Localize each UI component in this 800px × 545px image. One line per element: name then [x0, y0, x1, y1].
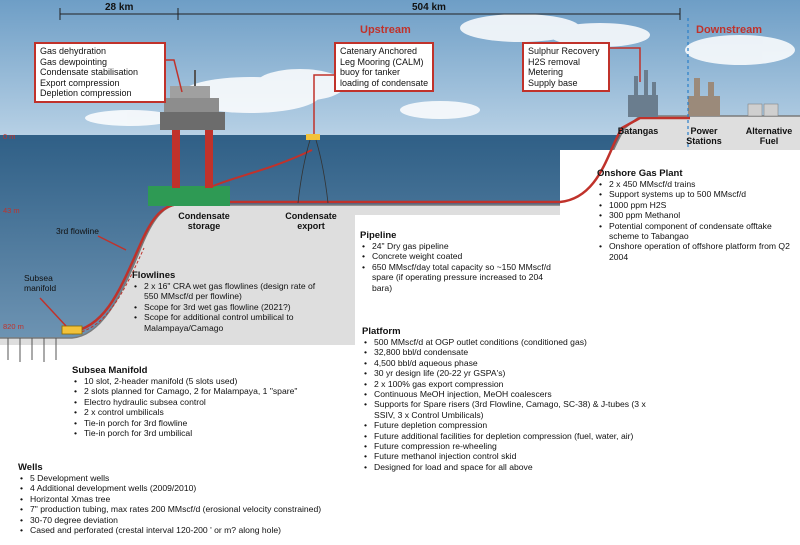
- callout-line: Metering: [528, 67, 564, 77]
- downstream-label: Downstream: [696, 24, 763, 36]
- list-item: Tie-in porch for 3rd umbilical: [72, 428, 302, 439]
- list-item: Supports for Spare risers (3rd Flowline,…: [362, 399, 662, 420]
- list-item: Cased and perforated (crestal interval 1…: [18, 525, 363, 536]
- section-title: Platform: [362, 326, 401, 337]
- callout-line: loading of condensate: [340, 77, 429, 88]
- section-pipeline: Pipeline 24" Dry gas pipeline Concrete w…: [360, 230, 555, 293]
- distance-brackets: [59, 8, 681, 20]
- list-item: Electro hydraulic subsea control: [72, 397, 302, 408]
- export-pipeline: [230, 116, 690, 204]
- list-item: 30 yr design life (20-22 yr GSPA's): [362, 368, 662, 379]
- callout-line: Catenary Anchored: [340, 46, 418, 56]
- list-item: Potential component of condensate offtak…: [597, 221, 797, 242]
- list-item: Future additional facilities for depleti…: [362, 431, 662, 442]
- callout-calm-buoy: Catenary Anchored Leg Mooring (CALM) buo…: [334, 42, 434, 92]
- section-flowlines: Flowlines 2 x 16" CRA wet gas flowlines …: [132, 270, 322, 333]
- callout-line: Condensate stabilisation: [40, 67, 139, 77]
- depth-deep: 820 m: [3, 322, 24, 331]
- list-item: Future depletion compression: [362, 420, 662, 431]
- label-power-stations: Power Stations: [686, 126, 722, 146]
- list-item: 2 x control umbilicals: [72, 407, 302, 418]
- list-item: Horizontal Xmas tree: [18, 494, 363, 505]
- list-item: 4,500 bbl/d aqueous phase: [362, 358, 662, 369]
- callout-line: Depletion compression: [40, 88, 132, 98]
- depth-shelf: 43 m: [3, 206, 20, 215]
- export-riser: [212, 149, 313, 187]
- list-item: 2 x 16" CRA wet gas flowlines (design ra…: [132, 281, 322, 302]
- label-batangas: Batangas: [617, 126, 659, 136]
- list-item: 4 Additional development wells (2009/201…: [18, 483, 363, 494]
- callout-platform-functions: Gas dehydration Gas dewpointing Condensa…: [34, 42, 166, 103]
- list-item: Support systems up to 500 MMscf/d: [597, 189, 797, 200]
- section-onshore-gas-plant: Onshore Gas Plant 2 x 450 MMscf/d trains…: [597, 168, 797, 262]
- list-item: 2 x 450 MMscf/d trains: [597, 179, 797, 190]
- section-wells: Wells 5 Development wells 4 Additional d…: [18, 462, 363, 536]
- section-title: Onshore Gas Plant: [597, 168, 683, 179]
- distance-left: 28 km: [105, 2, 134, 13]
- label-subsea-manifold: Subsea manifold: [24, 273, 57, 293]
- buoy-moorings: [297, 139, 329, 204]
- callout-line: Gas dewpointing: [40, 56, 108, 67]
- list-item: Future methanol injection control skid: [362, 451, 662, 462]
- section-title: Flowlines: [132, 270, 176, 281]
- distance-right: 504 km: [412, 2, 446, 13]
- list-item: 24" Dry gas pipeline: [360, 241, 555, 252]
- section-title: Subsea Manifold: [72, 365, 148, 376]
- list-item: Scope for 3rd wet gas flowline (2021?): [132, 302, 322, 313]
- callout-line: buoy for tanker: [340, 67, 401, 77]
- callout-line: Leg Mooring (CALM): [340, 56, 424, 67]
- list-item: Tie-in porch for 3rd flowline: [72, 418, 302, 429]
- label-condensate-export: Condensate export: [285, 211, 337, 231]
- callout-line: Export compression: [40, 77, 120, 88]
- list-item: 10 slot, 2-header manifold (5 slots used…: [72, 376, 302, 387]
- list-item: 32,800 bbl/d condensate: [362, 347, 662, 358]
- list-item: 1000 ppm H2S: [597, 200, 797, 211]
- section-subsea-manifold: Subsea Manifold 10 slot, 2-header manifo…: [72, 365, 302, 439]
- flowline: [69, 202, 179, 334]
- label-condensate-storage: Condensate storage: [178, 211, 230, 231]
- list-item: 30-70 degree deviation: [18, 515, 363, 526]
- well-lines: [7, 338, 57, 362]
- list-item: 5 Development wells: [18, 473, 363, 484]
- calm-buoy: [306, 134, 320, 140]
- callout-line: H2S removal: [528, 56, 581, 67]
- list-item: Scope for additional control umbilical t…: [132, 312, 322, 333]
- list-item: Continuous MeOH injection, MeOH coalesce…: [362, 389, 662, 400]
- onshore-plant: [628, 70, 779, 117]
- clouds: [85, 14, 795, 126]
- upstream-label: Upstream: [360, 24, 411, 36]
- list-item: 2 slots planned for Camago, 2 for Malamp…: [72, 386, 302, 397]
- list-item: 650 MMscf/day total capacity so ~150 MMs…: [360, 262, 555, 293]
- list-item: Onshore operation of offshore platform f…: [597, 241, 797, 262]
- section-title: Pipeline: [360, 230, 397, 241]
- label-third-flowline: 3rd flowline: [56, 226, 99, 236]
- callout-line: Sulphur Recovery: [528, 46, 600, 56]
- list-item: 500 MMscf/d at OGP outlet conditions (co…: [362, 337, 662, 348]
- list-item: Designed for load and space for all abov…: [362, 462, 662, 473]
- list-item: 2 x 100% gas export compression: [362, 379, 662, 390]
- callout-line: Gas dehydration: [40, 46, 107, 56]
- list-item: 7" production tubing, max rates 200 MMsc…: [18, 504, 363, 515]
- depth-sea-level: 0 m: [3, 132, 16, 141]
- callout-onshore: Sulphur Recovery H2S removal Metering Su…: [522, 42, 610, 92]
- list-item: Concrete weight coated: [360, 251, 555, 262]
- callout-line: Supply base: [528, 77, 578, 88]
- section-title: Wells: [18, 462, 43, 473]
- subsea-manifold: [61, 325, 83, 335]
- list-item: Future compression re-wheeling: [362, 441, 662, 452]
- section-platform: Platform 500 MMscf/d at OGP outlet condi…: [362, 326, 662, 473]
- list-item: 300 ppm Methanol: [597, 210, 797, 221]
- third-flowline-dash: [71, 247, 145, 335]
- label-alternative-fuel: Alternative Fuel: [745, 126, 793, 146]
